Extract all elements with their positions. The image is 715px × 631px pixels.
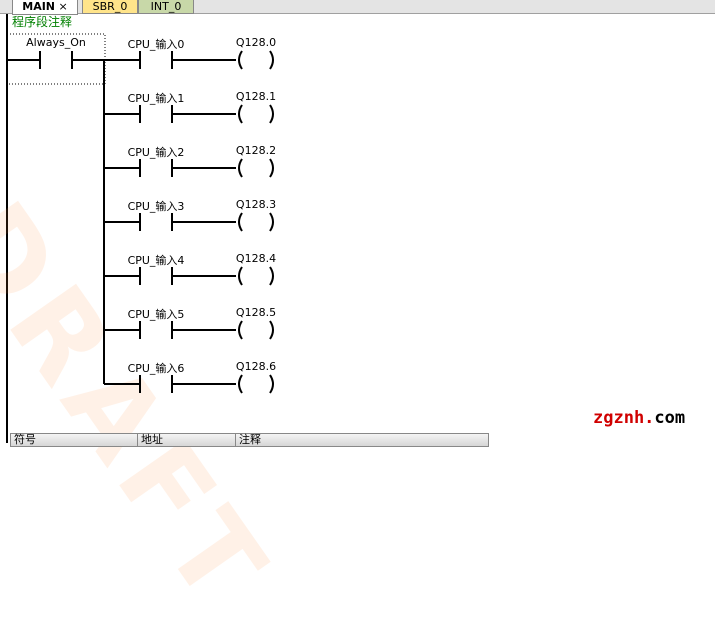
contact-label: Always_On — [26, 36, 86, 49]
coil-label: Q128.6 — [235, 360, 277, 373]
coil-label: Q128.5 — [235, 306, 277, 319]
coil-label: Q128.0 — [235, 36, 277, 49]
output-coil — [238, 158, 243, 178]
network-comment[interactable]: 程序段注释 — [12, 15, 73, 29]
tab-main[interactable]: MAIN × — [12, 0, 78, 15]
output-coil — [238, 104, 243, 124]
column-address[interactable]: 地址 — [138, 434, 236, 446]
close-icon[interactable]: × — [58, 0, 68, 13]
ladder-diagram — [6, 33, 274, 394]
output-coil — [238, 212, 243, 232]
tab-bar: MAIN × SBR_0 INT_0 — [0, 0, 715, 15]
contact-label: CPU_输入0 — [127, 38, 185, 51]
output-coil — [238, 320, 243, 340]
column-comment[interactable]: 注释 — [239, 433, 261, 446]
power-rail — [6, 14, 8, 443]
output-coil — [269, 266, 274, 286]
output-coil — [269, 320, 274, 340]
column-symbol[interactable]: 符号 — [11, 434, 138, 446]
output-coil — [238, 374, 243, 394]
output-coil — [238, 50, 243, 70]
coil-label: Q128.3 — [235, 198, 277, 211]
tab-sbr-0[interactable]: SBR_0 — [82, 0, 138, 14]
contact-label: CPU_输入4 — [127, 254, 185, 267]
coil-label: Q128.4 — [235, 252, 277, 265]
contact-label: CPU_输入3 — [127, 200, 185, 213]
output-coil — [269, 158, 274, 178]
symbol-table-header: 符号 地址 注释 — [10, 433, 489, 447]
output-coil — [269, 50, 274, 70]
coil-label: Q128.2 — [235, 144, 277, 157]
output-coil — [269, 212, 274, 232]
contact-label: CPU_输入1 — [127, 92, 185, 105]
output-coil — [238, 266, 243, 286]
output-coil — [269, 104, 274, 124]
contact-label: CPU_输入5 — [127, 308, 185, 321]
coil-label: Q128.1 — [235, 90, 277, 103]
contact-label: CPU_输入2 — [127, 146, 185, 159]
site-logo: zgznh.com — [593, 408, 686, 428]
tab-int-0[interactable]: INT_0 — [138, 0, 194, 14]
output-coil — [269, 374, 274, 394]
contact-label: CPU_输入6 — [127, 362, 185, 375]
